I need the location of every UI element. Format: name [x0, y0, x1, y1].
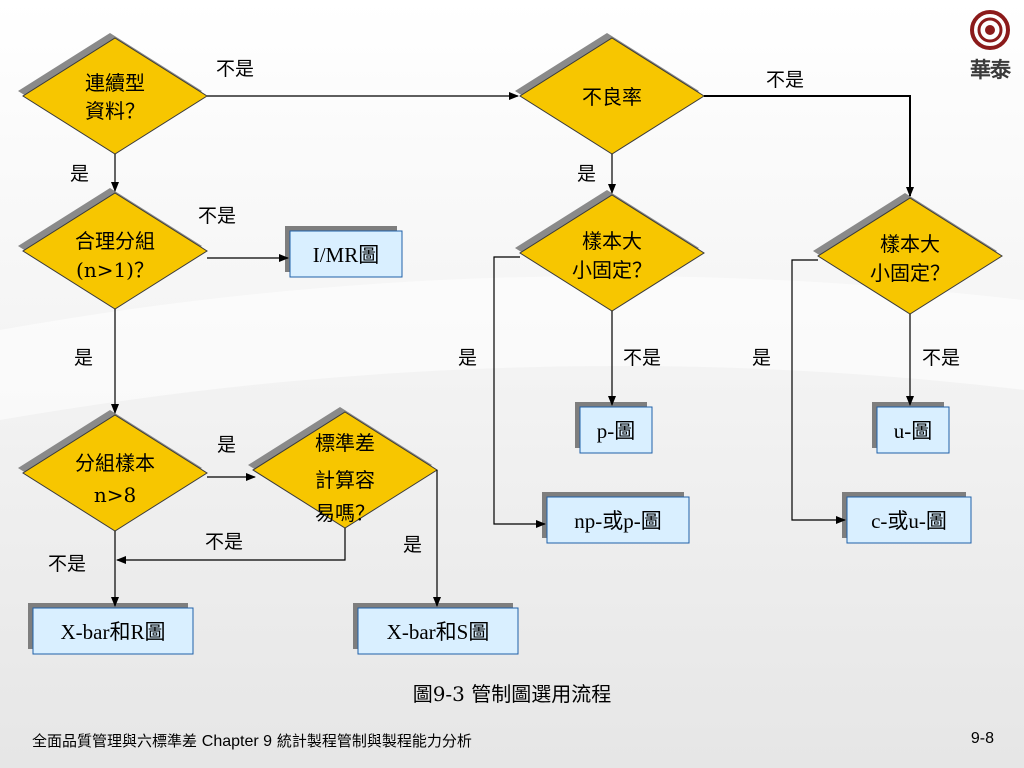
result-np-or-p: np-或p-圖: [546, 496, 690, 544]
edge-label-std-calc-yes: 是: [403, 534, 422, 556]
decision-std-calc: 標準差 計算容 易嗎？: [252, 411, 438, 529]
result-np-or-p-label: np-或p-圖: [574, 509, 662, 533]
decision-sample-constant-left-line1: 樣本大: [582, 229, 642, 253]
decision-continuous: 連續型 資料？: [22, 37, 208, 155]
result-p: p-圖: [579, 406, 653, 454]
result-xbar-s-label: X-bar和S圖: [387, 620, 490, 644]
footer-chapter-title: 統計製程管制與製程能力分析: [276, 732, 472, 750]
decision-std-calc-line1: 標準差: [315, 431, 375, 455]
decision-sample-constant-right: 樣本大 小固定？: [817, 197, 1003, 315]
decision-defect-rate: 不良率: [519, 37, 705, 155]
logo-rings-icon: [970, 10, 1010, 50]
result-u: u-圖: [876, 406, 950, 454]
result-u-label: u-圖: [894, 419, 933, 443]
edge-label-std-calc-no: 不是: [205, 531, 243, 553]
decision-subgroup-sample: 分組樣本 n>8: [22, 414, 208, 532]
publisher-logo: 華泰: [962, 8, 1018, 88]
background-swoosh: [0, 276, 1024, 420]
connectors: [111, 92, 914, 607]
footer-chapter: Chapter 9: [201, 733, 273, 750]
decision-subgroup: 合理分組 (n>1)？: [22, 192, 208, 310]
edge-label-sample-right-yes: 是: [752, 347, 771, 369]
result-imr: I/MR圖: [289, 230, 403, 278]
edge-label-subgroup-no: 不是: [198, 205, 236, 227]
edge-label-defect-yes: 是: [577, 163, 596, 185]
result-p-label: p-圖: [597, 419, 636, 443]
decision-sample-constant-left-line2: 小固定？: [572, 258, 652, 282]
edge-label-sample-left-no: 不是: [623, 347, 661, 369]
edge-label-continuous-no: 不是: [216, 58, 254, 80]
figure-caption: 圖9-3 管制圖選用流程: [412, 682, 612, 706]
result-xbar-r: X-bar和R圖: [32, 607, 194, 655]
decision-subgroup-sample-line2: n>8: [94, 483, 136, 507]
result-xbar-s: X-bar和S圖: [357, 607, 519, 655]
decision-subgroup-line2: (n>1)？: [76, 258, 154, 282]
decision-continuous-line1: 連續型: [85, 71, 145, 95]
decision-std-calc-line2: 計算容: [315, 468, 375, 492]
edge-label-subgroup-sample-no: 不是: [48, 553, 86, 575]
edge-label-continuous-yes: 是: [70, 163, 89, 185]
decision-sample-constant-right-line1: 樣本大: [880, 232, 940, 256]
decision-sample-constant-right-line2: 小固定？: [870, 261, 950, 285]
decision-subgroup-sample-line1: 分組樣本: [75, 451, 155, 475]
result-c-or-u-label: c-或u-圖: [871, 509, 947, 533]
edge-label-defect-no: 不是: [766, 69, 804, 91]
page-number: 9-8: [970, 730, 994, 747]
edge-label-subgroup-yes: 是: [74, 347, 93, 369]
footer-left: 全面品質管理與六標準差 Chapter 9 統計製程管制與製程能力分析: [32, 730, 472, 751]
edge-label-sample-right-no: 不是: [922, 347, 960, 369]
result-xbar-r-label: X-bar和R圖: [61, 620, 166, 644]
edge-label-subgroup-sample-yes: 是: [217, 434, 236, 456]
result-c-or-u: c-或u-圖: [846, 496, 972, 544]
edge-label-sample-left-yes: 是: [458, 347, 477, 369]
decision-defect-rate-line1: 不良率: [582, 85, 642, 109]
footer-book-title: 全面品質管理與六標準差: [32, 732, 198, 750]
decision-sample-constant-left: 樣本大 小固定？: [519, 194, 705, 312]
result-imr-label: I/MR圖: [313, 243, 380, 267]
decision-continuous-line2: 資料？: [85, 99, 145, 123]
decision-subgroup-line1: 合理分組: [75, 229, 155, 253]
decision-std-calc-line3: 易嗎？: [315, 501, 375, 525]
logo-name: 華泰: [970, 58, 1011, 82]
